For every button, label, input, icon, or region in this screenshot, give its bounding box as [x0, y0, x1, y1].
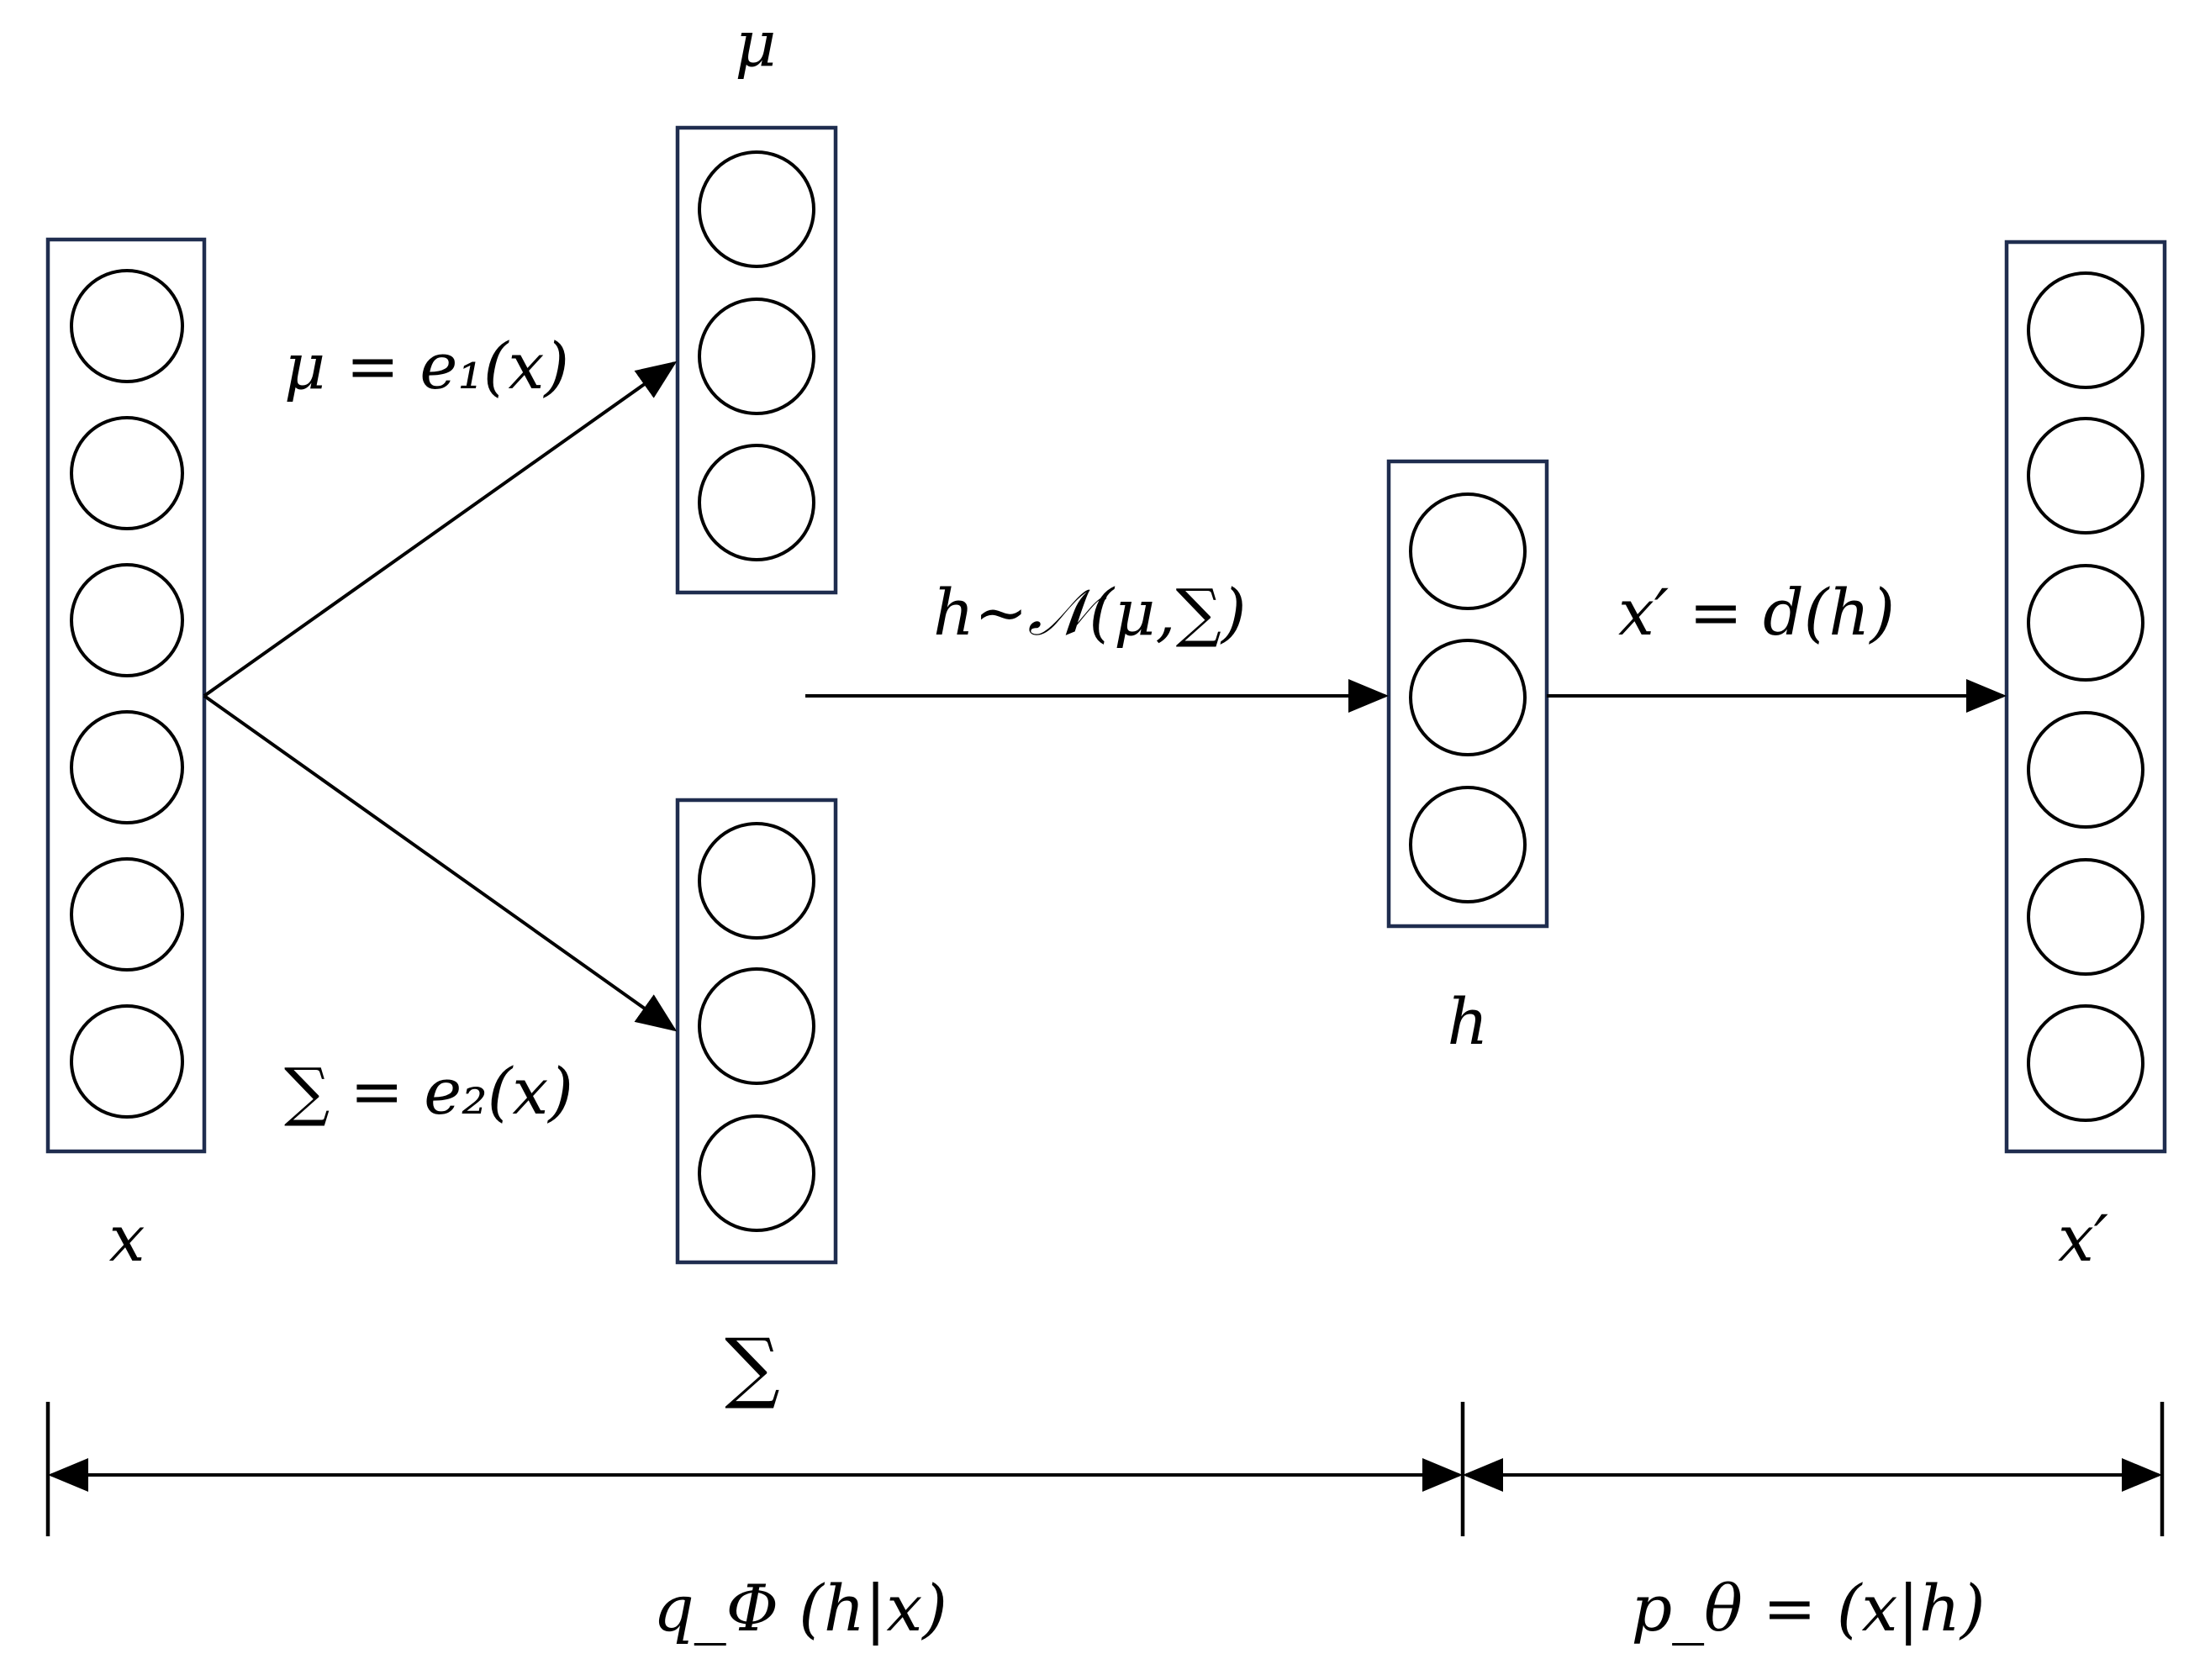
- mu-layer: [675, 125, 838, 595]
- mu-neuron: [698, 298, 815, 415]
- output-layer-label: x′: [2058, 1201, 2108, 1276]
- latent-layer: [1386, 459, 1549, 929]
- latent-layer-box: [1386, 459, 1549, 929]
- sigma-layer-box: [675, 798, 838, 1265]
- latent-neuron: [1409, 492, 1527, 610]
- input-layer-label: x: [109, 1201, 145, 1276]
- arrow-to-sigma: [203, 694, 678, 1032]
- output-neuron: [2027, 1004, 2144, 1122]
- sigma-layer: [675, 798, 838, 1265]
- output-layer: [2004, 240, 2167, 1154]
- mu-layer-box: [675, 125, 838, 595]
- sigma-neuron: [698, 1114, 815, 1232]
- decoder-span-label: p_θ = (x|h): [1631, 1571, 1985, 1646]
- output-neuron: [2027, 711, 2144, 829]
- sigma-neuron: [698, 967, 815, 1085]
- arrow-to-mu: [203, 361, 678, 698]
- output-neuron: [2027, 564, 2144, 682]
- encoder-span-label: q_Φ (h|x): [653, 1571, 947, 1646]
- input-neuron: [70, 416, 184, 530]
- sigma-equation: ∑ = e₂(x): [284, 1054, 573, 1129]
- latent-neuron: [1409, 786, 1527, 903]
- sampling-equation: h~𝒩(μ,∑): [933, 575, 1247, 650]
- mu-layer-label: μ: [735, 6, 776, 81]
- sigma-neuron: [698, 822, 815, 940]
- sigma-layer-label: ∑: [725, 1322, 780, 1412]
- latent-neuron: [1409, 639, 1527, 756]
- output-neuron: [2027, 417, 2144, 535]
- output-neuron: [2027, 271, 2144, 389]
- latent-layer-label: h: [1448, 984, 1489, 1059]
- input-neuron: [70, 563, 184, 677]
- output-neuron: [2027, 858, 2144, 976]
- input-neuron: [70, 857, 184, 972]
- input-neuron: [70, 710, 184, 824]
- output-layer-box: [2004, 240, 2167, 1154]
- input-neuron: [70, 269, 184, 383]
- input-neuron: [70, 1004, 184, 1119]
- mu-neuron: [698, 150, 815, 268]
- input-layer-box: [45, 237, 207, 1154]
- input-layer: [45, 237, 207, 1154]
- mu-neuron: [698, 444, 815, 561]
- mu-equation: μ = e₁(x): [284, 329, 569, 403]
- decoder-equation: x′ = d(h): [1618, 575, 1895, 650]
